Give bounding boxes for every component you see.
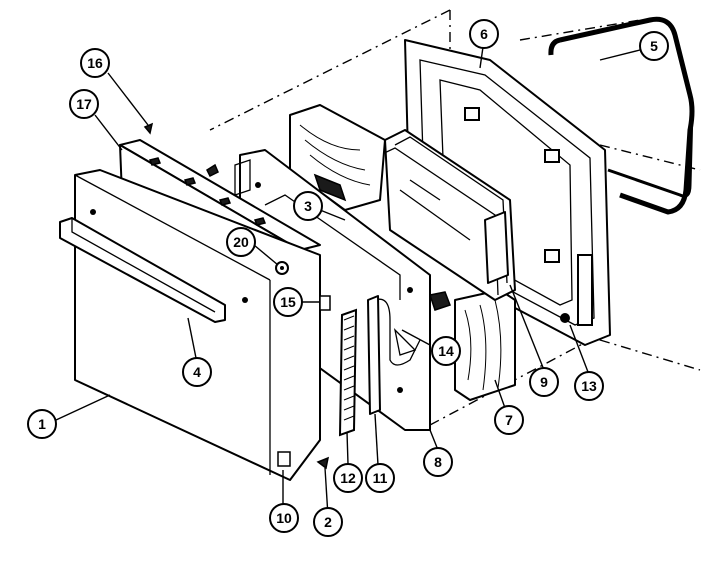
callout-label: 3 bbox=[304, 198, 312, 214]
callout-label: 13 bbox=[581, 378, 597, 394]
door-gasket bbox=[548, 16, 695, 215]
callout-label: 2 bbox=[324, 514, 332, 530]
panel-screw bbox=[206, 163, 219, 178]
callout-label: 10 bbox=[276, 510, 292, 526]
callout-label: 6 bbox=[480, 26, 488, 42]
callout-17: 17 bbox=[69, 89, 99, 119]
callout-9: 9 bbox=[529, 367, 559, 397]
callout-label: 9 bbox=[540, 374, 548, 390]
callout-12: 12 bbox=[333, 463, 363, 493]
callout-label: 12 bbox=[340, 470, 356, 486]
callout-2: 2 bbox=[313, 507, 343, 537]
callout-10: 10 bbox=[269, 503, 299, 533]
callout-13: 13 bbox=[574, 371, 604, 401]
callout-20: 20 bbox=[226, 227, 256, 257]
callout-label: 14 bbox=[438, 343, 454, 359]
callout-label: 11 bbox=[373, 470, 388, 486]
callouts: 1 2 3 4 5 6 7 8 9 10 11 bbox=[27, 19, 669, 537]
callout-15: 15 bbox=[273, 287, 303, 317]
bottom-screw bbox=[316, 456, 330, 470]
window-glass-pack bbox=[379, 129, 516, 301]
callout-6: 6 bbox=[469, 19, 499, 49]
callout-label: 1 bbox=[38, 416, 46, 432]
callout-label: 4 bbox=[193, 364, 201, 380]
callout-1: 1 bbox=[27, 409, 57, 439]
callout-7: 7 bbox=[494, 405, 524, 435]
trim-screw bbox=[143, 122, 154, 135]
callout-8-lower: 8 bbox=[423, 447, 453, 477]
door-handle bbox=[59, 217, 226, 323]
callout-4: 4 bbox=[182, 357, 212, 387]
inner-door-liner bbox=[404, 39, 611, 346]
side-channel bbox=[367, 295, 381, 415]
callout-5: 5 bbox=[639, 31, 669, 61]
outer-door-panel bbox=[74, 169, 321, 481]
callout-label: 17 bbox=[76, 96, 92, 112]
wire-clip bbox=[374, 298, 421, 366]
callout-14: 14 bbox=[431, 336, 461, 366]
callout-label: 8 bbox=[434, 454, 442, 470]
hinge-bracket bbox=[319, 295, 331, 311]
callout-16: 16 bbox=[80, 48, 110, 78]
callout-label: 20 bbox=[233, 234, 249, 250]
callout-3: 3 bbox=[293, 191, 323, 221]
callout-label: 7 bbox=[505, 412, 513, 428]
callout-label: 15 bbox=[280, 294, 296, 310]
callout-label: 16 bbox=[87, 55, 103, 71]
callout-label: 5 bbox=[650, 38, 658, 54]
door-spring-strip bbox=[338, 308, 358, 437]
callout-11: 11 bbox=[365, 463, 395, 493]
leader-lines bbox=[55, 39, 641, 517]
handle-screw bbox=[275, 261, 289, 275]
insulation-pad-rear bbox=[454, 289, 516, 401]
